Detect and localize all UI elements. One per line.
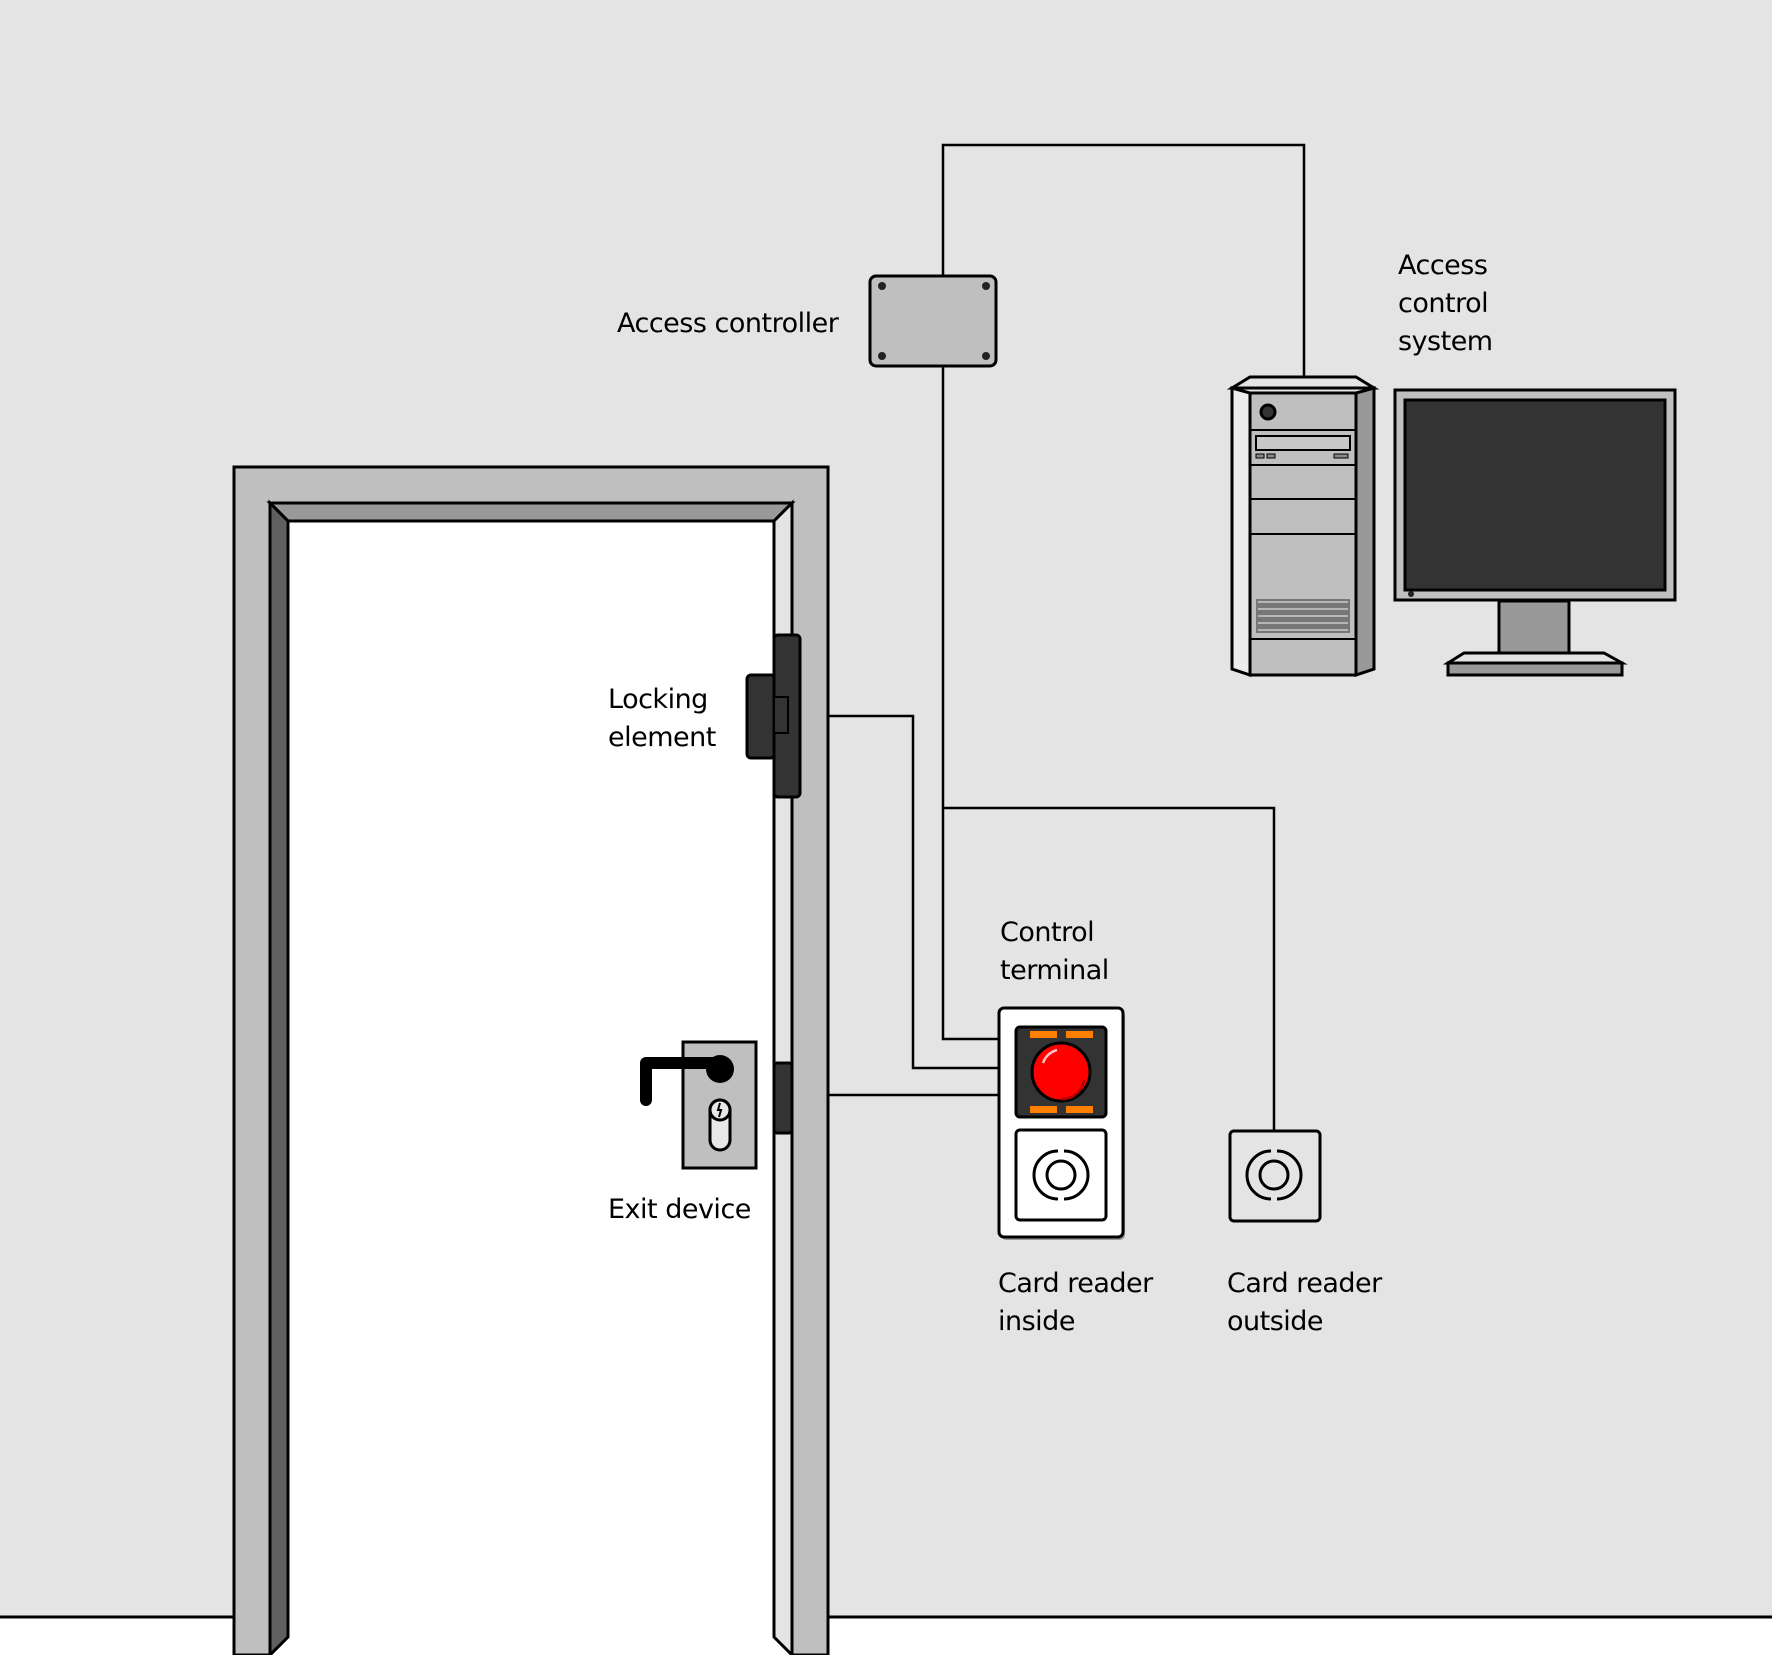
rfid-icon (1245, 1149, 1303, 1201)
key-cylinder-icon (708, 1098, 732, 1152)
optical-drive-icon (1255, 435, 1351, 451)
access-controller-box[interactable] (868, 274, 998, 368)
led-icon (1030, 1031, 1057, 1038)
label-control-terminal: Control terminal (1000, 917, 1109, 986)
screw-icon (878, 352, 886, 360)
screw-icon (982, 352, 990, 360)
emergency-release-button[interactable] (1030, 1041, 1092, 1103)
wire-controller-to-terminal (941, 366, 999, 1041)
vent-grille-icon (1256, 599, 1350, 633)
card-reader-inside-pad[interactable] (1014, 1128, 1108, 1222)
wire-lock-to-terminal (800, 714, 999, 1070)
rfid-icon (1032, 1149, 1090, 1201)
control-terminal-device[interactable] (997, 1006, 1125, 1240)
computer-tower-icon[interactable] (1226, 375, 1380, 678)
monitor-screen (1403, 398, 1667, 592)
monitor-icon[interactable] (1393, 388, 1677, 677)
label-exit-device: Exit device (608, 1194, 751, 1225)
exit-device-handle[interactable] (640, 1040, 758, 1170)
card-reader-outside-device[interactable] (1228, 1129, 1322, 1223)
led-icon (1066, 1106, 1093, 1113)
label-access-controller: Access controller (617, 308, 840, 339)
label-locking-element: Locking element (608, 684, 716, 753)
door-handle-icon (640, 1057, 726, 1106)
label-access-control-system: Access control system (1398, 250, 1496, 357)
locking-element-device[interactable] (745, 633, 802, 799)
exit-strike-plate (772, 1061, 794, 1135)
led-icon (1066, 1031, 1093, 1038)
wire-controller-to-system (941, 143, 1306, 378)
label-card-reader-inside: Card reader inside (998, 1268, 1161, 1337)
screw-icon (878, 282, 886, 290)
led-icon (1030, 1106, 1057, 1113)
wire-controller-to-outside-reader (943, 806, 1276, 1131)
screw-icon (982, 282, 990, 290)
label-card-reader-outside: Card reader outside (1227, 1268, 1390, 1337)
monitor-stand (1497, 599, 1571, 659)
power-button-icon (1259, 403, 1277, 421)
